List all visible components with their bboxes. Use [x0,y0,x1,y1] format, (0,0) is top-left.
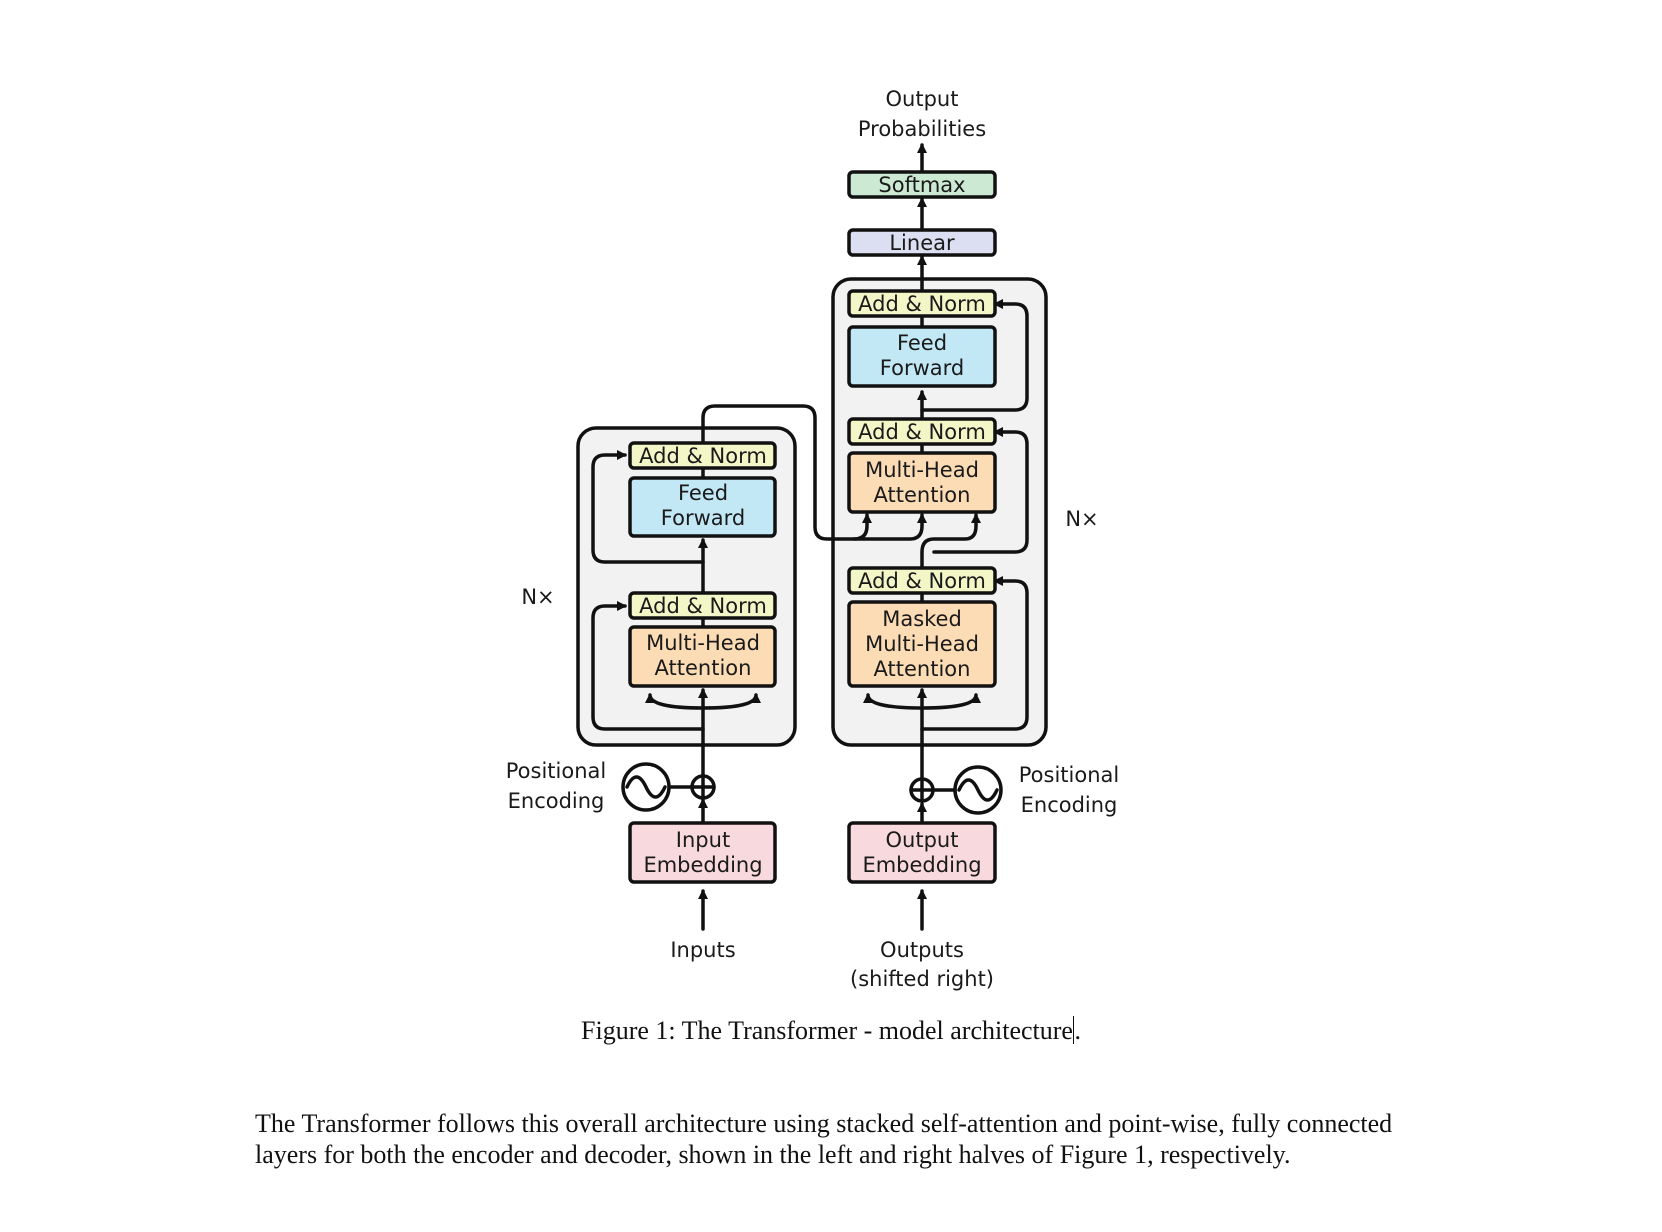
inputs-label: Inputs [670,938,735,962]
outputs-label-line1: Outputs [880,938,964,962]
encoder-add-norm-1-label: Add & Norm [639,594,767,618]
decoder-cross-attention-label-line2: Attention [874,483,971,507]
decoder-feed-forward-label-line2: Forward [880,356,964,380]
softmax-block [847,170,997,199]
decoder-add-norm-1-block [847,566,997,595]
encoder-attention-fork [645,693,705,710]
output-embedding-block [847,821,997,884]
encoder-feed-forward-block [628,476,777,538]
encoder-attention-label-line2: Attention [655,656,752,680]
encoder-add-norm-1-block [628,591,777,620]
decoder-feed-forward-block [847,325,997,388]
decoder-add-norm-3-block [847,289,997,318]
encoder-residual-2 [591,450,705,564]
decoder-masked-attention-block [847,600,997,688]
input-embedding-block [628,821,777,884]
decoder-masked-fork [863,693,924,710]
output-embedding-label-line2: Embedding [862,853,981,877]
encoder-feed-forward-label-line2: Forward [661,506,745,530]
linear-block [847,228,997,257]
outputs-label-line2: (shifted right) [850,967,994,991]
encoder-add-norm-2-label: Add & Norm [639,444,767,468]
encoder-positional-encoding-label-line2: Encoding [508,789,605,813]
transformer-architecture-diagram: Add & Norm Feed Forward Add & Norm Multi… [506,87,1119,991]
decoder-repeat-label: N× [1065,507,1098,531]
decoder-positional-encoding-icon [953,765,1003,815]
decoder-add-norm-1-label: Add & Norm [858,569,986,593]
body-paragraph: The Transformer follows this overall arc… [255,1109,1393,1169]
decoder-positional-encoding-label-line1: Positional [1019,763,1119,787]
encoder-positional-encoding-icon [621,762,671,812]
encoder-positional-encoding-icon [625,775,667,799]
softmax-label: Softmax [878,173,965,197]
decoder-masked-attention-label-line1: Masked [882,607,962,631]
encoder-add-norm-2-block [628,441,777,470]
decoder-masked-fork [920,693,981,710]
decoder-masked-attention-label-line3: Attention [874,657,971,681]
encoder-attention-label-line1: Multi-Head [646,631,760,655]
decoder-positional-encoding-label-line2: Encoding [1021,793,1118,817]
encoder-multi-head-attention-block [628,625,777,688]
encoder-layer-frame [576,426,797,747]
encoder-feed-forward-label-line1: Feed [678,481,728,505]
figure-caption: Figure 1: The Transformer - model archit… [0,1016,1662,1046]
figure-caption-suffix: . [1074,1016,1081,1045]
decoder-masked-attention-label-line2: Multi-Head [865,632,979,656]
output-probabilities-label-line2: Probabilities [858,117,986,141]
output-probabilities-label-line1: Output [886,87,959,111]
input-embedding-label-line1: Input [676,828,730,852]
decoder-residual-2 [932,427,1029,554]
input-embedding-label-line2: Embedding [643,853,762,877]
encoder-positional-encoding-label-line1: Positional [506,759,606,783]
encoder-output-to-decoder [852,513,927,541]
decoder-add-norm-2-block [847,417,997,446]
decoder-addnorm-to-cross [920,513,981,570]
encoder-residual-1 [591,601,705,731]
decoder-feed-forward-label-line1: Feed [897,331,947,355]
decoder-cross-attention-label-line1: Multi-Head [865,458,979,482]
text-cursor [1072,1016,1075,1044]
decoder-residual-1 [920,576,1029,731]
encoder-attention-fork [701,693,761,710]
decoder-positional-encoding-icon [957,778,999,802]
linear-label: Linear [889,231,955,255]
output-embedding-label-line1: Output [886,828,959,852]
decoder-add-norm-2-label: Add & Norm [858,420,986,444]
decoder-residual-3 [920,299,1029,412]
decoder-add-norm-3-label: Add & Norm [858,292,986,316]
encoder-repeat-label: N× [521,585,554,609]
figure-caption-text: Figure 1: The Transformer - model archit… [581,1016,1073,1045]
decoder-multi-head-attention-block [847,451,997,514]
